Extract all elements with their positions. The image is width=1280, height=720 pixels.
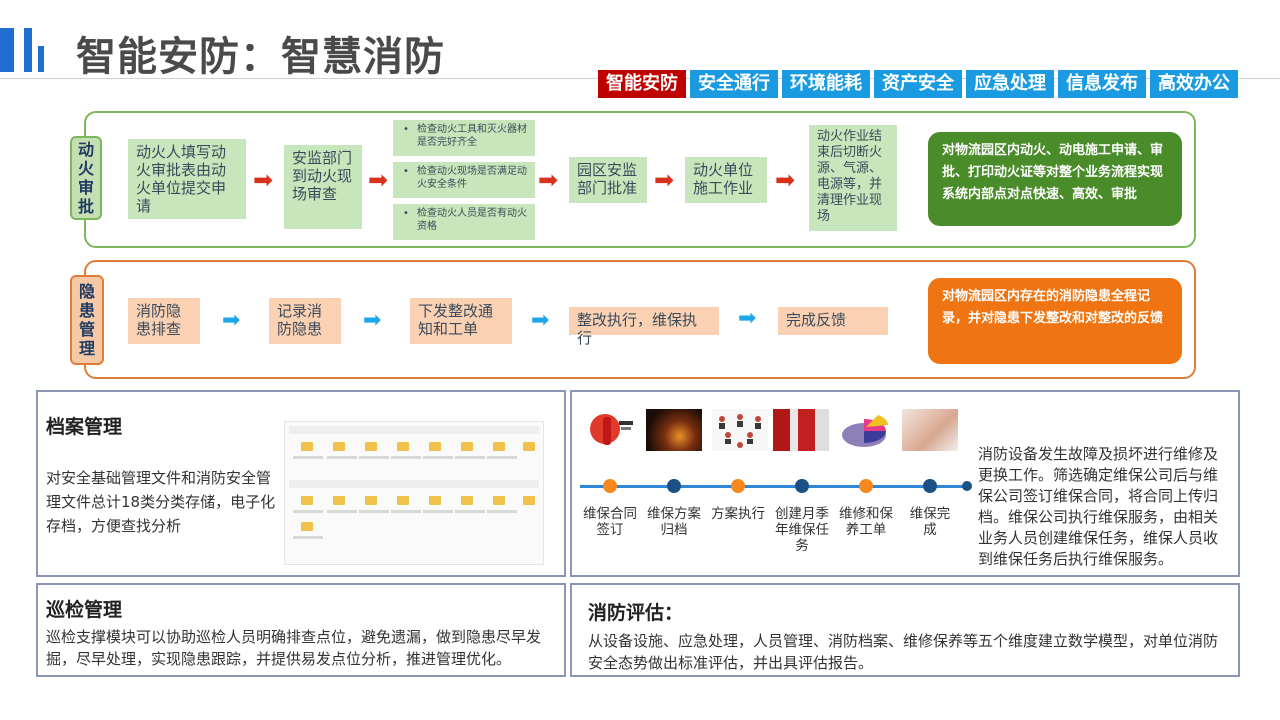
tab-asset-security[interactable]: 资产安全 (874, 70, 962, 98)
arrow-right-icon: ➡ (531, 308, 550, 333)
timeline-dot (795, 479, 809, 493)
tab-office[interactable]: 高效办公 (1150, 70, 1238, 98)
patrol-title: 巡检管理 (46, 599, 123, 621)
folder-icon (523, 496, 535, 505)
hazard-step-check: 消防隐患排查 (128, 298, 200, 344)
folder-icon (493, 496, 505, 505)
nav-tabs: 智能安防 安全通行 环境能耗 资产安全 应急处理 信息发布 高效办公 (598, 70, 1238, 98)
fire-approval-label: 动 火 审 批 (70, 136, 102, 220)
people-network-image (712, 409, 768, 451)
folder-icon (301, 522, 313, 531)
folder-icon (461, 442, 473, 451)
title-bars-icon (24, 28, 32, 72)
maintenance-timeline (580, 485, 970, 488)
fire-step-finish: 动火作业结束后切断火源、气源、电源等，并清理作业现场 (809, 125, 897, 231)
hazard-step-feedback: 完成反馈 (778, 307, 888, 335)
evaluation-text: 从设备设施、应急处理，人员管理、消防档案、维修保养等五个维度建立数学模型，对单位… (588, 632, 1219, 672)
fire-night-image (646, 409, 702, 451)
fire-check-personnel: 检查动火人员是否有动火资格 (393, 204, 535, 240)
folder-icon (365, 442, 377, 451)
archive-title: 档案管理 (46, 416, 123, 438)
hazard-label: 隐 患 管 理 (70, 275, 104, 365)
fire-step-approve: 园区安监部门批准 (569, 157, 647, 203)
hazard-step-execute: 整改执行，维保执行 (569, 307, 719, 347)
folder-icon (333, 442, 345, 451)
folder-icon (397, 496, 409, 505)
folder-icon (429, 496, 441, 505)
arrow-right-icon: ➡ (738, 306, 757, 331)
folder-icon (461, 496, 473, 505)
archive-screenshot (284, 421, 544, 565)
folder-icon (397, 442, 409, 451)
timeline-dot (859, 479, 873, 493)
page-title: 智能安防：智慧消防 (76, 34, 445, 80)
timeline-dot (667, 479, 681, 493)
arrow-right-icon: ➡ (538, 166, 559, 194)
maintenance-text: 消防设备发生故障及损坏进行维修及更换工作。筛选确定维保公司后与维保公司签订维保合… (978, 445, 1219, 568)
tab-safe-access[interactable]: 安全通行 (690, 70, 778, 98)
folder-icon (429, 442, 441, 451)
arrow-right-icon: ➡ (222, 308, 241, 333)
hazard-step-notify: 下发整改通知和工单 (410, 298, 512, 344)
timeline-dot (731, 479, 745, 493)
fire-extinguisher-image (583, 409, 639, 451)
fire-approval-summary: 对物流园区内动火、动电施工申请、审批、打印动火证等对整个业务流程实现系统内部点对… (928, 132, 1182, 226)
patrol-card (36, 583, 566, 677)
arrow-right-icon: ➡ (363, 308, 382, 333)
maint-step-archive: 维保方案归档 (647, 506, 701, 538)
maint-step-contract: 维保合同签订 (583, 506, 637, 538)
fire-step-work: 动火单位施工作业 (685, 157, 767, 203)
folder-icon (365, 496, 377, 505)
maint-step-create-task: 创建月季年维保任务 (775, 506, 829, 554)
pie-chart-image (838, 409, 894, 451)
maint-step-complete: 维保完成 (909, 506, 951, 538)
folder-icon (523, 442, 535, 451)
tab-smart-security[interactable]: 智能安防 (598, 70, 686, 98)
folder-icon (493, 442, 505, 451)
maint-step-execute: 方案执行 (711, 506, 765, 522)
hazard-summary: 对物流园区内存在的消防隐患全程记录，并对隐患下发整改和对整改的反馈 (928, 278, 1182, 364)
evaluation-title: 消防评估： (588, 602, 684, 624)
arrow-right-icon: ➡ (775, 166, 796, 194)
hazard-step-record: 记录消防隐患 (269, 298, 341, 344)
title-bars-icon (0, 28, 14, 72)
fire-step-inspect: 安监部门到动火现场审查 (284, 145, 362, 229)
timeline-dot (923, 479, 937, 493)
tab-info-publish[interactable]: 信息发布 (1058, 70, 1146, 98)
fire-check-tools: 检查动火工具和灭火器材是否完好齐全 (393, 120, 535, 156)
fire-pipes-image (773, 409, 829, 451)
fire-check-site: 检查动火现场是否满足动火安全条件 (393, 162, 535, 198)
title-bars-icon (38, 46, 44, 72)
folder-icon (333, 496, 345, 505)
timeline-dot (603, 479, 617, 493)
evaluation-card (570, 583, 1240, 677)
tab-emergency[interactable]: 应急处理 (966, 70, 1054, 98)
arrow-right-icon: ➡ (654, 166, 675, 194)
tab-environment-energy[interactable]: 环境能耗 (782, 70, 870, 98)
timeline-end-dot (962, 481, 972, 491)
patrol-text: 巡检支撑模块可以协助巡检人员明确排查点位，避免遗漏，做到隐患尽早发掘，尽早处理，… (46, 628, 542, 668)
folder-icon (301, 496, 313, 505)
hand-writing-image (902, 409, 958, 451)
arrow-right-icon: ➡ (253, 166, 274, 194)
archive-text: 对安全基础管理文件和消防安全管理文件总计18类分类存储，电子化存档，方便查找分析 (46, 469, 276, 535)
arrow-right-icon: ➡ (368, 166, 389, 194)
folder-icon (301, 442, 313, 451)
fire-step-apply: 动火人填写动火审批表由动火单位提交申请 (128, 139, 246, 219)
maint-step-workorder: 维修和保养工单 (839, 506, 893, 538)
